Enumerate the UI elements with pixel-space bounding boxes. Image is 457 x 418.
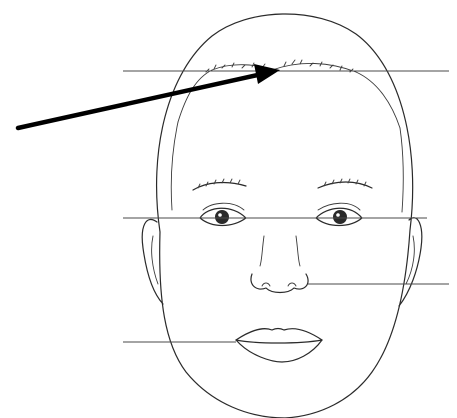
head-outline: [157, 14, 413, 418]
right-eyebrow: [318, 182, 372, 188]
lip-line: [236, 340, 322, 343]
right-temple: [400, 128, 403, 212]
right-iris: [333, 210, 347, 224]
left-temple: [171, 122, 178, 210]
right-eye-highlight: [336, 213, 340, 217]
left-eye-highlight: [218, 213, 222, 217]
arrow-shaft: [18, 74, 262, 128]
hairline: [178, 63, 400, 128]
nose-bridge-left: [260, 236, 264, 266]
nose-bridge-right: [296, 236, 300, 266]
left-eyelid: [203, 203, 244, 210]
left-iris: [215, 210, 229, 224]
right-eyelid: [318, 203, 360, 210]
upper-lip: [236, 329, 322, 341]
nose-base: [251, 274, 308, 293]
nostrils: [262, 283, 296, 286]
left-ear-inner: [152, 236, 158, 284]
arrow-head: [254, 64, 280, 84]
